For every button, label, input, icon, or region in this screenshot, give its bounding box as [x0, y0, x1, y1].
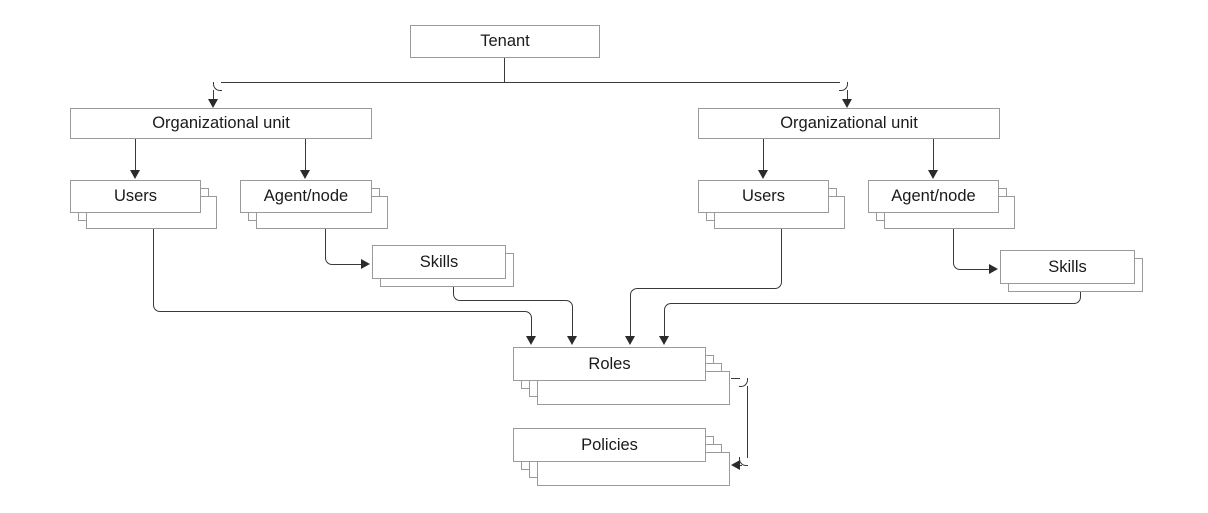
tenant-split-right: [504, 82, 840, 84]
tenant-to-ou-right-line: [847, 90, 849, 100]
node-label: Skills: [1048, 257, 1087, 276]
node-skills-left[interactable]: Skills: [372, 245, 506, 279]
elbow: [1072, 295, 1081, 304]
ou-right-to-agent-line: [933, 139, 935, 171]
node-label: Policies: [581, 435, 638, 454]
node-organizational-unit-right[interactable]: Organizational unit: [698, 108, 1000, 139]
elbow: [325, 256, 334, 265]
node-users-left[interactable]: Users: [70, 180, 201, 213]
arrowhead-down: [567, 336, 577, 345]
arrowhead-down: [928, 170, 938, 179]
elbow: [630, 288, 639, 297]
node-users-right[interactable]: Users: [698, 180, 829, 213]
skills-left-to-roles-run: [461, 300, 565, 302]
elbow: [523, 311, 532, 320]
skills-left-to-roles-descend: [572, 308, 574, 337]
tenant-split-left: [221, 82, 505, 84]
arrowhead-right: [989, 264, 998, 274]
agent-left-to-skills-run: [333, 264, 361, 266]
node-label: Organizational unit: [780, 114, 918, 133]
node-label: Users: [741, 187, 786, 206]
arrowhead-down: [526, 336, 536, 345]
elbow: [453, 292, 462, 301]
node-tenant[interactable]: Tenant: [410, 25, 600, 58]
elbow: [564, 300, 573, 309]
roles-to-policies-tail: [740, 465, 742, 467]
arrowhead-down: [842, 99, 852, 108]
elbow: [153, 303, 162, 312]
node-label: Tenant: [480, 32, 530, 51]
node-organizational-unit-left[interactable]: Organizational unit: [70, 108, 372, 139]
tenant-drop-line: [504, 58, 506, 83]
users-left-to-roles-drop: [153, 229, 155, 304]
elbow: [773, 280, 782, 289]
users-left-to-roles-run: [161, 311, 524, 313]
skills-right-to-roles-drop: [1080, 292, 1082, 296]
roles-to-policies-run: [731, 378, 740, 380]
users-left-to-roles-descend: [531, 319, 533, 337]
ou-right-to-users-line: [763, 139, 765, 171]
users-right-to-roles-descend: [630, 296, 632, 337]
node-agent-node-right[interactable]: Agent/node: [868, 180, 999, 213]
elbow: [664, 303, 673, 312]
elbow: [739, 378, 748, 387]
users-right-to-roles-run: [639, 288, 774, 290]
skills-right-to-roles-descend: [664, 311, 666, 337]
arrowhead-right: [361, 259, 370, 269]
node-roles[interactable]: Roles: [513, 347, 706, 381]
users-right-to-roles-drop: [781, 229, 783, 281]
skills-left-to-roles-drop: [453, 287, 455, 293]
arrowhead-down: [659, 336, 669, 345]
roles-to-policies-descend: [747, 386, 749, 458]
node-label: Users: [113, 187, 158, 206]
arrowhead-left: [731, 460, 740, 470]
node-label: Agent/node: [263, 187, 349, 206]
node-agent-node-left[interactable]: Agent/node: [240, 180, 372, 213]
arrowhead-down: [625, 336, 635, 345]
node-label: Agent/node: [891, 187, 976, 206]
ou-left-to-users-line: [135, 139, 137, 171]
node-skills-right[interactable]: Skills: [1000, 250, 1135, 284]
elbow: [839, 82, 848, 91]
node-label: Roles: [588, 354, 631, 373]
agent-left-to-skills-drop: [325, 229, 327, 257]
node-label: Organizational unit: [152, 114, 290, 133]
arrowhead-down: [130, 170, 140, 179]
node-label: Skills: [419, 252, 459, 271]
arrowhead-down: [300, 170, 310, 179]
elbow: [213, 82, 222, 91]
arrowhead-down: [758, 170, 768, 179]
elbow: [953, 261, 962, 270]
agent-right-to-skills-run: [961, 269, 989, 271]
arrowhead-down: [208, 99, 218, 108]
tenant-to-ou-left-line: [213, 90, 215, 100]
node-policies[interactable]: Policies: [513, 428, 706, 462]
agent-right-to-skills-drop: [953, 229, 955, 262]
ou-left-to-agent-line: [305, 139, 307, 171]
skills-right-to-roles-run: [673, 303, 1073, 305]
